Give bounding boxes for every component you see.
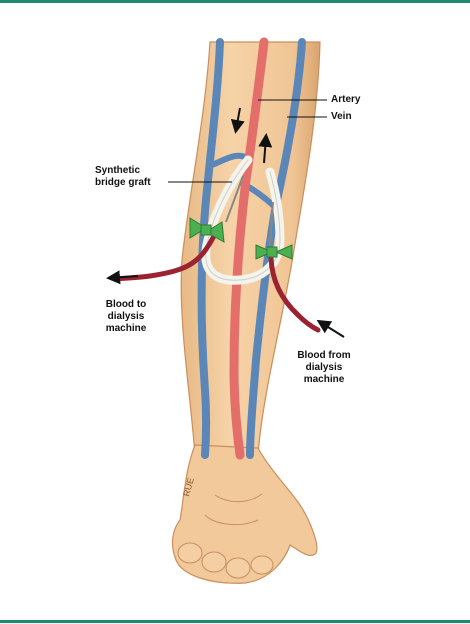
label-vein: Vein <box>331 111 352 122</box>
arrow-icon <box>230 107 245 134</box>
clamp-icon <box>189 217 225 243</box>
vein-left <box>197 38 224 459</box>
tubing-out <box>112 233 217 282</box>
bottom-divider <box>0 620 470 623</box>
knuckle <box>250 555 274 575</box>
label-synthetic-graft: Synthetic bridge graft <box>95 165 151 188</box>
clamp-icon <box>255 244 293 260</box>
tubing-in <box>268 255 321 333</box>
watermark: RUE <box>181 477 196 498</box>
vein-right <box>246 38 306 459</box>
arrow-icon <box>258 133 273 164</box>
artery <box>229 37 269 460</box>
needle-right <box>269 201 274 247</box>
knuckle <box>225 557 251 579</box>
label-blood-from: Blood from dialysis machine <box>297 350 351 385</box>
label-blood-to: Blood to dialysis machine <box>105 299 147 334</box>
hand <box>171 444 318 584</box>
hand-crease <box>214 493 263 503</box>
hand-crease <box>204 514 259 526</box>
knuckle <box>177 542 203 564</box>
arrow-icon <box>106 270 139 285</box>
needle-left <box>225 175 244 223</box>
label-artery: Artery <box>331 94 361 105</box>
knuckle <box>201 551 227 573</box>
arrow-icon <box>316 319 345 338</box>
top-divider <box>0 0 470 3</box>
synthetic-graft-outline <box>205 159 281 281</box>
